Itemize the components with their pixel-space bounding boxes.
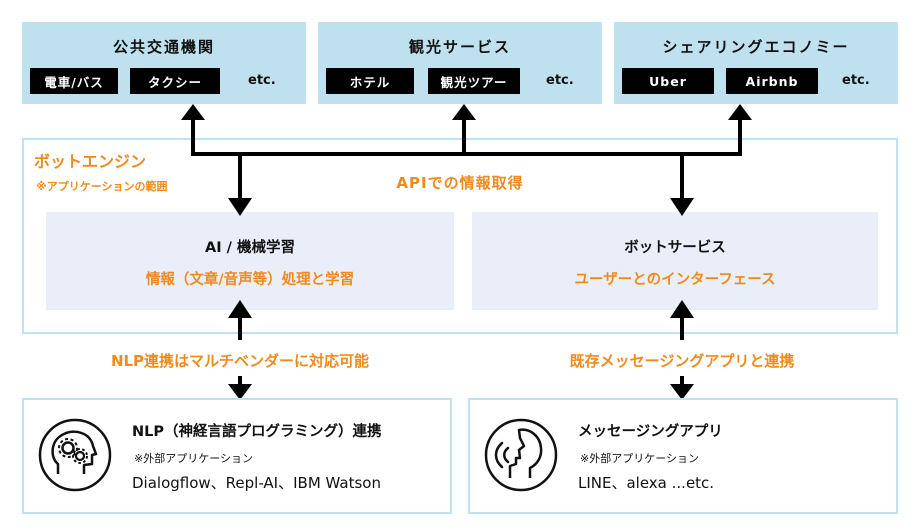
bot-engine-container: ボットエンジン ※アプリケーションの範囲 APIでの情報取得 AI / 機械学習… bbox=[22, 138, 898, 334]
bot-service-title: ボットサービス bbox=[624, 240, 726, 256]
service-tag: タクシー bbox=[130, 68, 220, 94]
service-title: 公共交通機関 bbox=[112, 38, 215, 56]
service-tag: Uber bbox=[622, 68, 714, 94]
nlp-link-label: NLP連携はマルチベンダーに対応可能 bbox=[110, 352, 370, 370]
service-box-tourism: 観光サービス ホテル 観光ツアー etc. bbox=[318, 22, 602, 104]
api-label: APIでの情報取得 bbox=[396, 174, 524, 192]
messaging-note: ※外部アプリケーション bbox=[580, 452, 699, 465]
service-tag: Airbnb bbox=[726, 68, 818, 94]
speaking-head-icon bbox=[484, 418, 558, 492]
service-etc: etc. bbox=[248, 73, 276, 88]
ai-ml-panel: AI / 機械学習 情報（文章/音声等）処理と学習 bbox=[46, 212, 454, 310]
service-box-public-transport: 公共交通機関 電車/バス タクシー etc. bbox=[22, 22, 306, 104]
head-gears-icon bbox=[38, 418, 112, 492]
nlp-box: NLP（神経言語プログラミング）連携 ※外部アプリケーション Dialogflo… bbox=[22, 398, 452, 514]
ai-ml-subtitle: 情報（文章/音声等）処理と学習 bbox=[145, 272, 355, 288]
service-tag: 電車/バス bbox=[30, 68, 118, 94]
messaging-title: メッセージングアプリ bbox=[578, 424, 723, 440]
service-etc: etc. bbox=[546, 73, 574, 88]
service-tag: 観光ツアー bbox=[428, 68, 520, 94]
service-title: シェアリングエコノミー bbox=[662, 38, 850, 56]
nlp-title: NLP（神経言語プログラミング）連携 bbox=[132, 424, 382, 440]
messaging-link-label: 既存メッセージングアプリと連携 bbox=[569, 352, 795, 370]
service-box-sharing-economy: シェアリングエコノミー Uber Airbnb etc. bbox=[614, 22, 898, 104]
engine-note: ※アプリケーションの範囲 bbox=[36, 180, 168, 193]
bot-service-subtitle: ユーザーとのインターフェース bbox=[574, 272, 776, 288]
service-tag: ホテル bbox=[326, 68, 414, 94]
engine-title: ボットエンジン bbox=[34, 152, 147, 171]
bot-service-panel: ボットサービス ユーザーとのインターフェース bbox=[472, 212, 878, 310]
service-title: 観光サービス bbox=[408, 38, 511, 56]
nlp-note: ※外部アプリケーション bbox=[134, 452, 253, 465]
ai-ml-title: AI / 機械学習 bbox=[204, 240, 295, 256]
messaging-app-list: LINE、alexa ...etc. bbox=[578, 474, 715, 492]
messaging-box: メッセージングアプリ ※外部アプリケーション LINE、alexa ...etc… bbox=[468, 398, 898, 514]
nlp-vendor-list: Dialogflow、Repl-AI、IBM Watson bbox=[132, 474, 381, 492]
service-etc: etc. bbox=[842, 73, 870, 88]
